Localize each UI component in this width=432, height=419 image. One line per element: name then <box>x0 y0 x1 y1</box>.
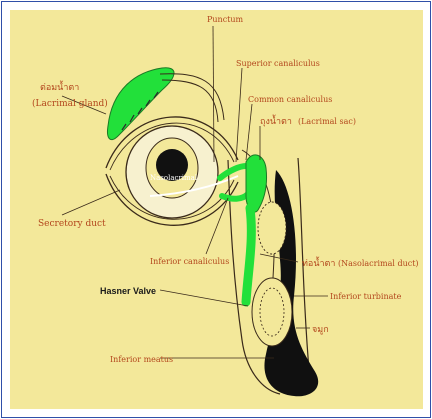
label-lacrimal-gland-thai: ต่อมน้ำตา <box>40 80 79 93</box>
label-nose-thai: จมูก <box>312 325 329 335</box>
lacrimal-sac <box>246 155 267 212</box>
label-hasner-valve: Hasner Valve <box>100 286 156 296</box>
label-nasolacrimal-duct-thai: ท่อน้ำตา <box>302 256 335 269</box>
label-inferior-turbinate: Inferior turbinate <box>330 292 402 301</box>
label-inferior-canaliculus: Inferior canaliculus <box>150 257 229 266</box>
label-inferior-meatus: Inferior meatus <box>110 355 173 364</box>
label-nasolacrimal-duct-en: (Nasolacrimal duct) <box>338 259 419 268</box>
label-punctum: Punctum <box>207 15 244 24</box>
superior-canaliculus <box>220 166 246 178</box>
nasolacrimal-duct <box>246 208 251 302</box>
middle-turbinate <box>258 202 286 254</box>
label-superior-canaliculus: Superior canaliculus <box>236 59 320 68</box>
label-eye: Nasolacrimal <box>150 174 198 182</box>
diagram-plate: Punctum Superior canaliculus Common cana… <box>10 10 423 409</box>
tear-path-2 <box>162 80 218 122</box>
label-secretory-duct: Secretory duct <box>38 219 106 229</box>
label-common-canaliculus: Common canaliculus <box>248 95 332 104</box>
label-lacrimal-sac-en: (Lacrimal sac) <box>298 117 356 126</box>
inferior-canaliculus <box>222 194 248 199</box>
label-lacrimal-sac-thai: ถุงน้ำตา <box>260 114 292 127</box>
lacrimal-system-diagram: Punctum Superior canaliculus Common cana… <box>10 10 423 409</box>
label-lacrimal-gland-en: (Lacrimal gland) <box>32 98 108 109</box>
